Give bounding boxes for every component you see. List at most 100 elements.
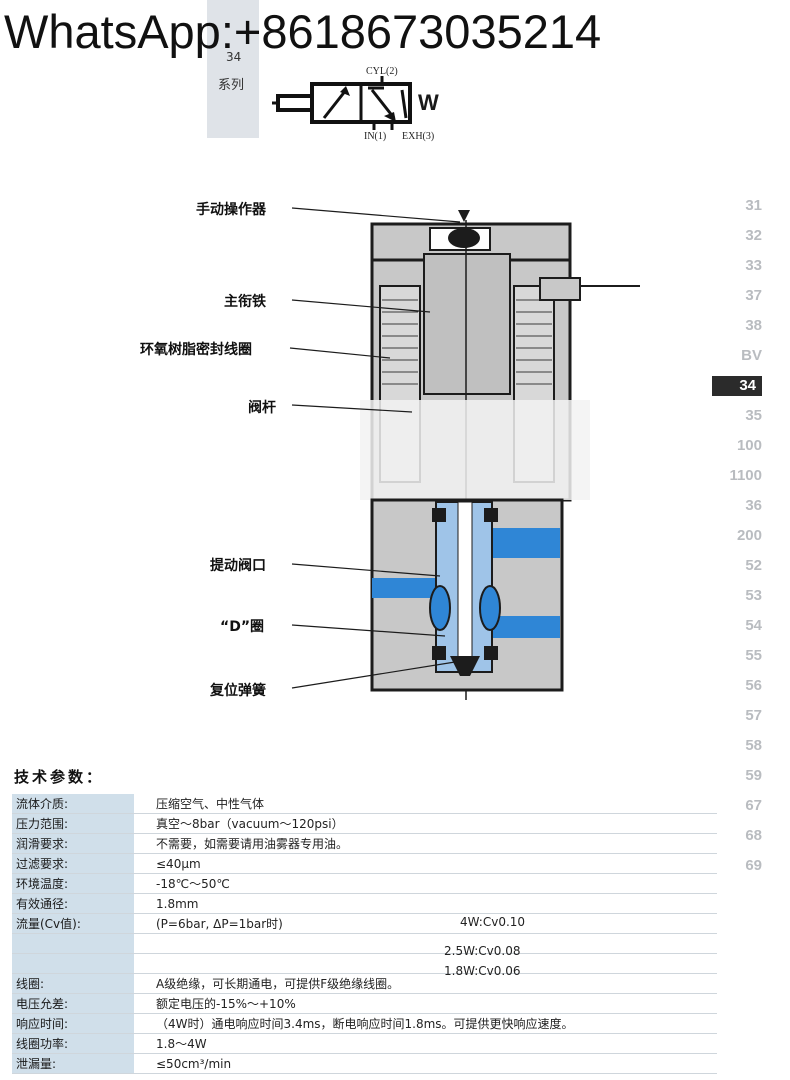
- nav-item-31[interactable]: 31: [745, 197, 762, 214]
- spec-row: 有效通径: 1.8mm: [12, 893, 717, 914]
- spec-value-text: A级绝缘，可长期通电，可提供F级绝缘线圈。: [156, 977, 400, 991]
- callout-lines: [289, 207, 461, 689]
- spec-value-text: 压缩空气、中性气体: [156, 797, 265, 811]
- nav-item-35[interactable]: 35: [745, 407, 762, 424]
- spec-value-text: ≤50cm³/min: [156, 1056, 232, 1071]
- nav-item-54[interactable]: 54: [745, 617, 762, 634]
- spec-row: 润滑要求: 不需要，如需要请用油雾器专用油。: [12, 833, 717, 854]
- spec-value: ≤50cm³/min: [134, 1053, 717, 1074]
- callout-manual-operator: 手动操作器: [196, 202, 266, 218]
- nav-item-56[interactable]: 56: [745, 677, 762, 694]
- spec-key: 泄漏量:: [12, 1053, 134, 1074]
- spec-row: 1.8W:Cv0.06: [12, 953, 717, 978]
- spec-value-text: ≤40μm: [156, 856, 201, 871]
- valve-cross-section: [360, 210, 640, 700]
- spec-value-text: （4W时）通电响应时间3.4ms，断电响应时间1.8ms。可提供更快响应速度。: [156, 1017, 574, 1031]
- nav-item-53[interactable]: 53: [745, 587, 762, 604]
- series-number: 34: [226, 50, 242, 64]
- nav-item-68[interactable]: 68: [745, 827, 762, 844]
- spec-row: 流体介质: 压缩空气、中性气体: [12, 794, 717, 814]
- spec-value: -18℃～50℃: [134, 873, 717, 894]
- spec-value: 真空～8bar（vacuum～120psi）: [134, 813, 717, 834]
- nav-item-52[interactable]: 52: [745, 557, 762, 574]
- callout-d-ring: “D”圈: [220, 619, 265, 635]
- spec-value-text: (P=6bar, ΔP=1bar时): [156, 917, 283, 931]
- callout-poppet: 提动阀口: [210, 558, 266, 574]
- spec-value-text: 1.8mm: [156, 896, 199, 911]
- nav-item-58[interactable]: 58: [745, 737, 762, 754]
- spec-key: 润滑要求:: [12, 833, 134, 854]
- symbol-label-exh: EXH(3): [402, 131, 435, 142]
- nav-item-200[interactable]: 200: [736, 527, 762, 544]
- series-nav: 31 32 33 37 38 BV 34 35 100 1100 36 200 …: [702, 196, 762, 886]
- spec-section-title: 技术参数：: [14, 768, 105, 786]
- symbol-label-cyl: CYL(2): [366, 66, 398, 77]
- spec-row: 过滤要求: ≤40μm: [12, 853, 717, 874]
- spec-row: 环境温度: -18℃～50℃: [12, 873, 717, 894]
- spec-key: 过滤要求:: [12, 853, 134, 874]
- spec-row: 2.5W:Cv0.08: [12, 933, 717, 958]
- nav-item-36[interactable]: 36: [745, 497, 762, 514]
- valve-symbol-icon: [272, 76, 412, 130]
- spec-value: 1.8～4W: [134, 1033, 717, 1054]
- spec-row: 响应时间: （4W时）通电响应时间3.4ms，断电响应时间1.8ms。可提供更快响…: [12, 1013, 717, 1034]
- nav-item-55[interactable]: 55: [745, 647, 762, 664]
- spec-value: 不需要，如需要请用油雾器专用油。: [134, 833, 717, 854]
- spec-table: 流体介质: 压缩空气、中性气体压力范围: 真空～8bar（vacuum～120psi…: [12, 794, 717, 1074]
- spec-value-text: 不需要，如需要请用油雾器专用油。: [156, 837, 349, 851]
- spec-value: 2.5W:Cv0.08: [134, 933, 717, 958]
- spec-key: [12, 953, 134, 974]
- spec-value-text: 真空～8bar（vacuum～120psi）: [156, 817, 344, 831]
- callout-plunger: 主衔铁: [224, 294, 266, 310]
- spec-row: 压力范围: 真空～8bar（vacuum～120psi）: [12, 813, 717, 834]
- spec-key: 有效通径:: [12, 893, 134, 914]
- spec-key: 流量(Cv值):: [12, 913, 134, 934]
- spec-value-flow: 4W:Cv0.10: [460, 915, 526, 929]
- spec-key: 环境温度:: [12, 873, 134, 894]
- spec-key: 线圈功率:: [12, 1033, 134, 1054]
- spec-key: 电压允差:: [12, 993, 134, 1014]
- nav-item-34-active[interactable]: 34: [712, 376, 762, 396]
- spec-value: 1.8mm: [134, 893, 717, 914]
- spec-value-text: -18℃～50℃: [156, 877, 230, 891]
- nav-item-100[interactable]: 100: [736, 437, 762, 454]
- series-tab: [207, 0, 259, 138]
- spec-row: 流量(Cv值): (P=6bar, ΔP=1bar时) 4W:Cv0.10: [12, 913, 717, 934]
- spec-row: 泄漏量: ≤50cm³/min: [12, 1053, 717, 1074]
- spec-value: (P=6bar, ΔP=1bar时) 4W:Cv0.10: [134, 913, 717, 934]
- spec-value: （4W时）通电响应时间3.4ms，断电响应时间1.8ms。可提供更快响应速度。: [134, 1013, 717, 1034]
- spec-row: 电压允差: 额定电压的-15%～+10%: [12, 993, 717, 1014]
- spec-key: 响应时间:: [12, 1013, 134, 1034]
- nav-item-bv[interactable]: BV: [741, 347, 762, 364]
- spec-value: A级绝缘，可长期通电，可提供F级绝缘线圈。: [134, 973, 717, 994]
- spec-key: 线圈:: [12, 973, 134, 994]
- spec-value-text: 额定电压的-15%～+10%: [156, 997, 296, 1011]
- spec-row: 线圈: A级绝缘，可长期通电，可提供F级绝缘线圈。: [12, 973, 717, 994]
- nav-item-59[interactable]: 59: [745, 767, 762, 784]
- spec-value: 压缩空气、中性气体: [134, 794, 717, 814]
- spec-row: 线圈功率: 1.8～4W: [12, 1033, 717, 1054]
- spec-key: 流体介质:: [12, 794, 134, 814]
- spec-key: [12, 933, 134, 954]
- nav-item-1100[interactable]: 1100: [729, 467, 762, 484]
- callout-coil: 环氧树脂密封线圈: [140, 342, 252, 358]
- spec-value-flow: 1.8W:Cv0.06: [444, 963, 521, 978]
- spec-value-text: 1.8～4W: [156, 1037, 207, 1051]
- spec-value: 额定电压的-15%～+10%: [134, 993, 717, 1014]
- nav-item-37[interactable]: 37: [745, 287, 762, 304]
- spec-value: 1.8W:Cv0.06: [134, 953, 717, 978]
- callout-stem: 阀杆: [248, 400, 276, 416]
- series-label: 系列: [218, 78, 245, 93]
- nav-item-33[interactable]: 33: [745, 257, 762, 274]
- nav-item-69[interactable]: 69: [745, 857, 762, 874]
- symbol-label-in: IN(1): [364, 131, 387, 142]
- spring-mark: W: [418, 90, 439, 115]
- callout-spring: 复位弹簧: [210, 683, 266, 699]
- nav-item-32[interactable]: 32: [745, 227, 762, 244]
- nav-item-67[interactable]: 67: [745, 797, 762, 814]
- spec-key: 压力范围:: [12, 813, 134, 834]
- whatsapp-watermark: WhatsApp:+8618673035214: [4, 5, 602, 58]
- spec-value: ≤40μm: [134, 853, 717, 874]
- nav-item-57[interactable]: 57: [745, 707, 762, 724]
- nav-item-38[interactable]: 38: [745, 317, 762, 334]
